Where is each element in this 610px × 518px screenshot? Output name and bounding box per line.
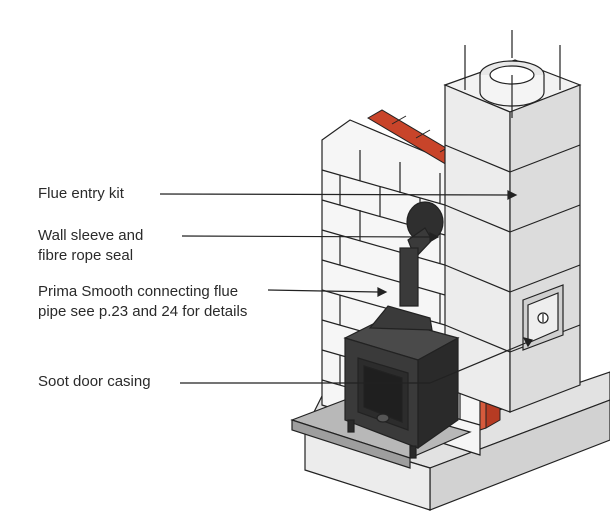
label-line: Soot door casing	[38, 373, 151, 390]
label-flue-entry-kit: Flue entry kit	[38, 184, 124, 204]
label-line: pipe see p.23 and 24 for details	[38, 303, 248, 320]
leader-prima	[267, 289, 379, 293]
leader-wall-sleeve	[181, 235, 431, 238]
label-line: Flue entry kit	[38, 185, 124, 202]
label-soot-door-casing: Soot door casing	[38, 372, 151, 392]
label-prima-smooth-pipe: Prima Smooth connecting flue pipe see p.…	[38, 282, 247, 322]
label-wall-sleeve: Wall sleeve and fibre rope seal	[38, 226, 143, 266]
label-line: Wall sleeve and	[38, 227, 144, 244]
leader-flue-entry	[159, 193, 509, 196]
flue-liner-icon	[464, 30, 561, 118]
stove-icon	[343, 201, 460, 459]
soot-door-icon	[522, 284, 564, 351]
label-line: fibre rope seal	[38, 247, 134, 264]
label-line: Prima Smooth connecting flue	[38, 283, 239, 300]
callout-lines	[159, 190, 533, 384]
